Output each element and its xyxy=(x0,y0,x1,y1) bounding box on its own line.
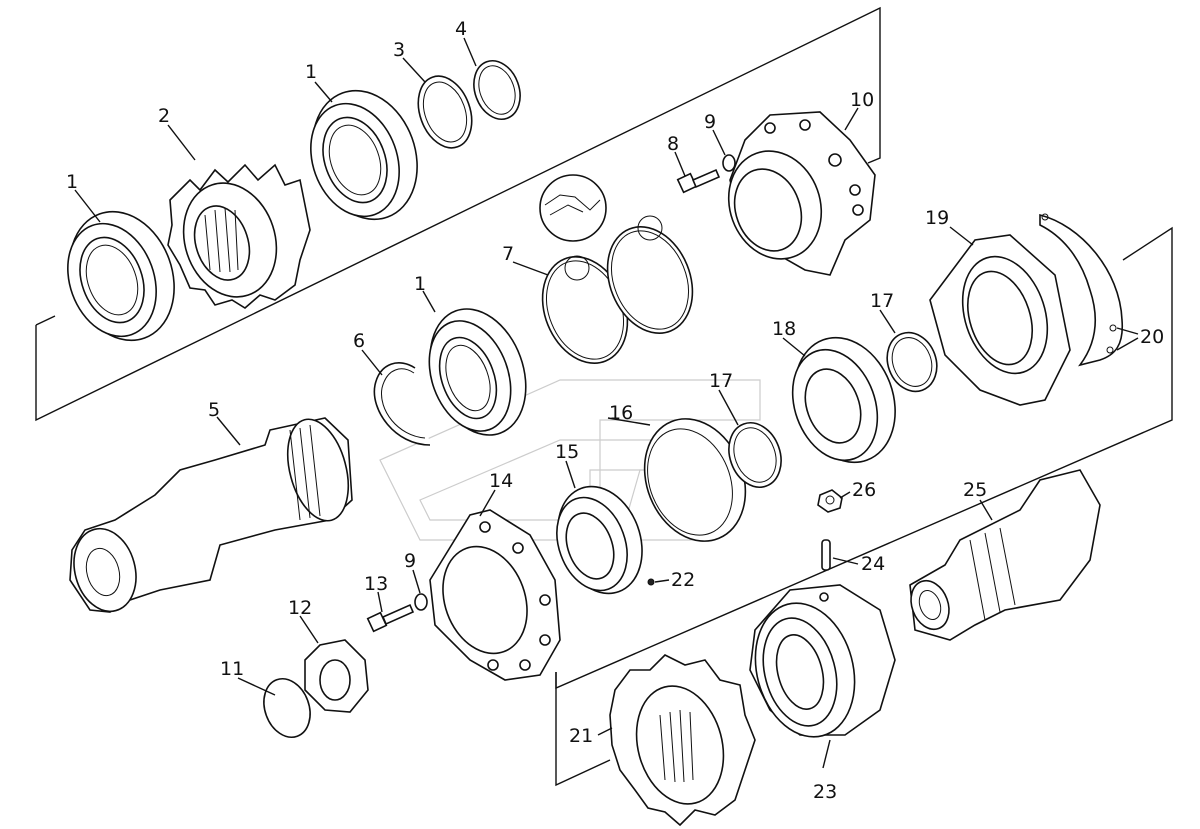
bearing-18 xyxy=(791,336,896,464)
callout-21: 21 xyxy=(569,725,593,747)
callout-1-middle: 1 xyxy=(414,273,426,295)
leader-lines xyxy=(74,37,1139,769)
callout-1-top: 1 xyxy=(305,61,317,83)
callout-15: 15 xyxy=(555,441,579,463)
callout-1-left: 1 xyxy=(66,171,78,193)
bolt-8 xyxy=(676,168,721,194)
callout-labels: 1 1 1 2 3 4 5 6 7 8 9 9 10 11 12 13 14 1… xyxy=(66,18,1164,803)
bolt-13 xyxy=(366,603,415,633)
callout-20: 20 xyxy=(1140,326,1164,348)
callout-2: 2 xyxy=(158,105,170,127)
nut-26 xyxy=(817,489,843,513)
pin-22 xyxy=(647,578,655,586)
bearing-1-middle xyxy=(428,308,527,436)
gear-21 xyxy=(609,654,756,827)
group-frame-lower xyxy=(555,672,611,787)
callout-12: 12 xyxy=(288,597,312,619)
callout-17-middle: 17 xyxy=(709,370,733,392)
callout-26: 26 xyxy=(852,479,876,501)
callout-5: 5 xyxy=(208,399,220,421)
callout-6: 6 xyxy=(353,330,365,352)
shim-17-middle xyxy=(728,422,782,488)
bearing-23 xyxy=(749,584,896,738)
callout-9-top: 9 xyxy=(704,111,716,133)
gasket-20 xyxy=(1039,213,1124,367)
shaft-5 xyxy=(69,417,353,613)
gear-2 xyxy=(167,163,311,309)
washer-9-lower xyxy=(414,593,428,611)
washer-9-top xyxy=(722,154,736,172)
callout-3: 3 xyxy=(393,39,405,61)
callout-10: 10 xyxy=(850,89,874,111)
callout-16: 16 xyxy=(609,402,633,424)
shim-17-right xyxy=(886,331,938,393)
callout-25: 25 xyxy=(963,479,987,501)
pin-24 xyxy=(821,539,831,571)
callout-18: 18 xyxy=(772,318,796,340)
callout-7: 7 xyxy=(502,243,514,265)
callout-22: 22 xyxy=(671,569,695,591)
housing-19 xyxy=(929,234,1071,406)
callout-4: 4 xyxy=(455,18,467,40)
callout-24: 24 xyxy=(861,553,885,575)
disc-11 xyxy=(263,678,311,738)
o-ring-detail xyxy=(539,174,663,281)
callout-23: 23 xyxy=(813,781,837,803)
o-ring-7-b xyxy=(606,226,694,334)
group-frame-upper xyxy=(35,6,881,422)
snap-ring-4 xyxy=(473,60,521,120)
callout-19: 19 xyxy=(925,207,949,229)
callout-17-right: 17 xyxy=(870,290,894,312)
callout-8: 8 xyxy=(667,133,679,155)
lock-nut-12 xyxy=(304,639,369,713)
bearing-1-top xyxy=(310,89,418,221)
callout-11: 11 xyxy=(220,658,244,680)
bearing-1-left xyxy=(67,210,175,342)
callout-9-lower: 9 xyxy=(404,550,416,572)
pinion-shaft-25 xyxy=(909,469,1101,641)
callout-13: 13 xyxy=(364,573,388,595)
callout-14: 14 xyxy=(489,470,513,492)
bearing-housing-10 xyxy=(727,111,876,276)
circlip-6 xyxy=(373,362,431,446)
bearing-15 xyxy=(556,485,643,595)
snap-ring-3 xyxy=(417,75,473,149)
flange-14 xyxy=(429,509,561,681)
